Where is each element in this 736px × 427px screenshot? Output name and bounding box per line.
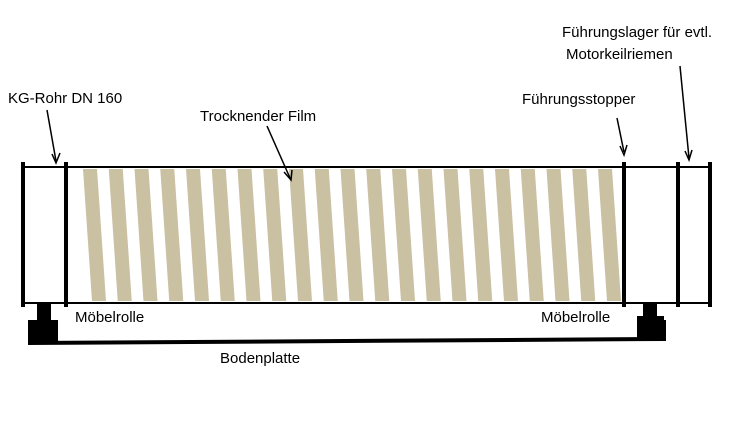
film-strips <box>83 169 621 301</box>
film-strip <box>469 169 493 301</box>
film-strip <box>520 169 544 301</box>
arrow-kg-rohr <box>46 109 61 165</box>
film-strip <box>417 169 441 301</box>
film-strip <box>263 169 287 301</box>
film-strip <box>289 169 312 301</box>
film-strip <box>211 169 235 301</box>
film-strip <box>134 169 158 301</box>
film-strip <box>572 169 596 301</box>
film-strip <box>598 169 621 301</box>
label-fuehrungslager-line2: Motorkeilriemen <box>566 46 673 63</box>
label-kg-rohr: KG-Rohr DN 160 <box>8 90 123 107</box>
film-strip <box>160 169 184 301</box>
film-strip <box>546 169 570 301</box>
arrow-fuehrungsstopper <box>616 117 628 158</box>
film-strip <box>108 169 132 301</box>
label-bodenplatte: Bodenplatte <box>220 350 301 367</box>
film-strip <box>443 169 467 301</box>
label-fuehrungsstopper: Führungsstopper <box>522 91 636 108</box>
film-strip <box>83 169 106 301</box>
caster-left <box>30 303 58 342</box>
caster-right <box>637 303 664 338</box>
film-strip <box>237 169 261 301</box>
arrow-fuehrungslager <box>679 65 693 163</box>
film-strip <box>340 169 364 301</box>
label-fuehrungslager-line1: Führungslager für evtl. <box>562 24 713 41</box>
film-strip <box>186 169 209 301</box>
film-strip <box>314 169 338 301</box>
film-strip <box>392 169 415 301</box>
annotation-arrows <box>46 65 693 182</box>
label-trocknender-film: Trocknender Film <box>200 108 317 125</box>
label-moebelrolle-left: Möbelrolle <box>75 309 145 326</box>
film-strip <box>495 169 518 301</box>
label-moebelrolle-right: Möbelrolle <box>541 309 611 326</box>
film-strip <box>366 169 390 301</box>
arrow-trocknender-film <box>266 125 293 182</box>
kg-pipe <box>21 162 712 307</box>
